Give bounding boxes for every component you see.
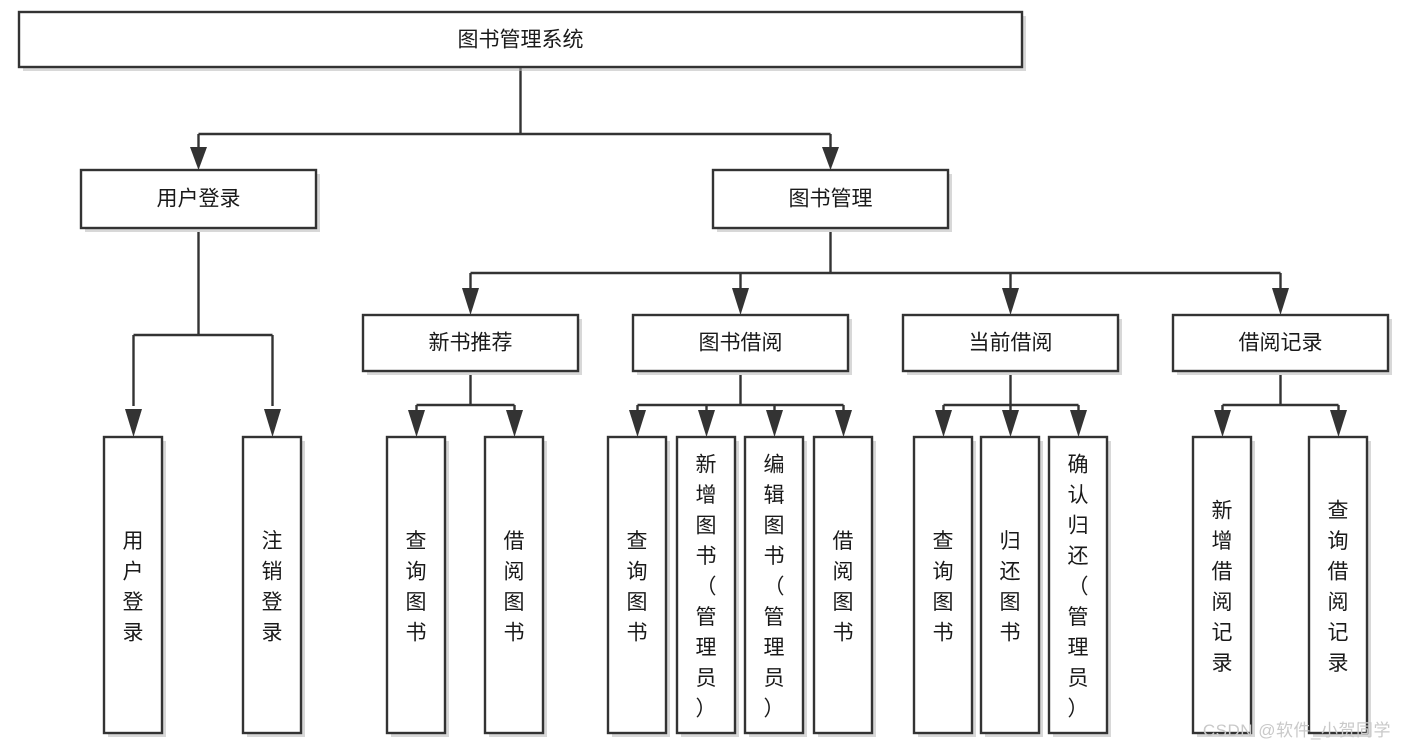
node-leaf-confirm-return[interactable]: 确认归还（管理员） (1047, 435, 1111, 737)
arrow-bm-to-borrow-record (1272, 288, 1289, 315)
leaf-query-book-3-label: 查询图书 (933, 530, 954, 645)
current-borrow-label: 当前借阅 (969, 332, 1053, 355)
leaf-add-book-box[interactable] (675, 435, 737, 735)
node-leaf-edit-book[interactable]: 编辑图书（管理员） (743, 435, 807, 737)
node-leaf-query-book-2[interactable]: 查询图书 (606, 435, 670, 737)
borrow-record-label: 借阅记录 (1239, 332, 1323, 355)
node-leaf-query-book-1[interactable]: 查询图书 (385, 435, 449, 737)
user-login-box[interactable] (79, 168, 318, 230)
leaf-edit-book-box[interactable] (743, 435, 805, 735)
book-borrow-box[interactable] (631, 313, 850, 373)
arrow-br-leaf-2 (1330, 410, 1347, 437)
connector-layer (125, 67, 1347, 437)
node-current-borrow[interactable]: 当前借阅 (901, 313, 1122, 375)
leaf-return-book-box[interactable] (979, 435, 1041, 735)
leaf-return-book-label: 归还图书 (1000, 530, 1021, 645)
book-manage-label: 图书管理 (789, 188, 873, 211)
leaf-confirm-return-box[interactable] (1047, 435, 1109, 735)
arrow-nbr-leaf-1 (408, 410, 425, 437)
leaf-add-record-box[interactable] (1191, 435, 1253, 735)
arrow-bb-leaf-1 (629, 410, 646, 437)
node-leaf-add-record[interactable]: 新增借阅记录 (1191, 435, 1255, 737)
book-borrow-label: 图书借阅 (699, 332, 783, 355)
leaf-query-book-3-box[interactable] (912, 435, 974, 735)
node-root[interactable]: 图书管理系统 (17, 10, 1026, 71)
arrow-bm-to-current-borrow (1002, 288, 1019, 315)
arrow-cb-leaf-2 (1002, 410, 1019, 437)
root-label: 图书管理系统 (458, 29, 584, 52)
root-box[interactable] (17, 10, 1024, 69)
arrow-bb-leaf-4 (835, 410, 852, 437)
leaf-confirm-return-label: 确认归还（管理员） (1068, 454, 1089, 721)
new-book-recommend-box[interactable] (361, 313, 580, 373)
arrow-root-to-user-login (190, 147, 207, 170)
node-leaf-query-record[interactable]: 查询借阅记录 (1307, 435, 1371, 737)
leaf-borrow-book-1-box[interactable] (483, 435, 545, 735)
arrow-cb-leaf-3 (1070, 410, 1087, 437)
node-leaf-borrow-book-1[interactable]: 借阅图书 (483, 435, 547, 737)
node-leaf-query-book-3[interactable]: 查询图书 (912, 435, 976, 737)
arrow-cb-leaf-1 (935, 410, 952, 437)
arrow-user-login-leaf-1 (125, 409, 142, 437)
arrow-bm-to-new-book-recommend (462, 288, 479, 315)
node-book-borrow[interactable]: 图书借阅 (631, 313, 852, 375)
new-book-recommend-label: 新书推荐 (429, 332, 513, 355)
leaf-logout-login-label: 注销登录 (262, 530, 283, 645)
arrow-bb-leaf-3 (766, 410, 783, 437)
arrow-br-leaf-1 (1214, 410, 1231, 437)
leaf-borrow-book-2-box[interactable] (812, 435, 874, 735)
node-leaf-return-book[interactable]: 归还图书 (979, 435, 1043, 737)
arrow-nbr-leaf-2 (506, 410, 523, 437)
node-new-book-recommend[interactable]: 新书推荐 (361, 313, 582, 375)
csdn-watermark: CSDN @软件_小贺同学 (1202, 721, 1391, 740)
user-login-label: 用户登录 (157, 188, 241, 211)
node-leaf-add-book[interactable]: 新增图书（管理员） (675, 435, 739, 737)
arrow-bm-to-book-borrow (732, 288, 749, 315)
arrow-root-to-book-manage (822, 147, 839, 170)
node-borrow-record[interactable]: 借阅记录 (1171, 313, 1392, 375)
leaf-logout-login-box[interactable] (241, 435, 303, 735)
node-leaf-logout-login[interactable]: 注销登录 (241, 435, 305, 737)
leaf-user-login-box[interactable] (102, 435, 164, 735)
node-leaf-user-login[interactable]: 用户登录 (102, 435, 166, 737)
leaf-query-book-2-box[interactable] (606, 435, 668, 735)
arrow-bb-leaf-2 (698, 410, 715, 437)
leaf-user-login-label: 用户登录 (123, 530, 144, 645)
node-leaf-borrow-book-2[interactable]: 借阅图书 (812, 435, 876, 737)
node-user-login[interactable]: 用户登录 (79, 168, 320, 232)
current-borrow-box[interactable] (901, 313, 1120, 373)
book-manage-box[interactable] (711, 168, 950, 230)
leaf-query-book-1-label: 查询图书 (406, 530, 427, 645)
leaf-edit-book-label: 编辑图书（管理员） (764, 454, 785, 721)
arrow-user-login-leaf-2 (264, 409, 281, 437)
leaf-query-book-1-box[interactable] (385, 435, 447, 735)
node-book-manage[interactable]: 图书管理 (711, 168, 952, 232)
leaf-borrow-book-2-label: 借阅图书 (833, 530, 854, 645)
leaf-add-book-label: 新增图书（管理员） (696, 454, 717, 721)
leaf-query-record-label: 查询借阅记录 (1328, 499, 1349, 675)
leaf-nodes-layer: 用户登录 注销登录 查询图书 借阅图书 查询图书 (102, 435, 1371, 737)
leaf-borrow-book-1-label: 借阅图书 (504, 530, 525, 645)
borrow-record-box[interactable] (1171, 313, 1390, 373)
leaf-add-record-label: 新增借阅记录 (1212, 499, 1233, 675)
leaf-query-record-box[interactable] (1307, 435, 1369, 735)
leaf-query-book-2-label: 查询图书 (627, 530, 648, 645)
